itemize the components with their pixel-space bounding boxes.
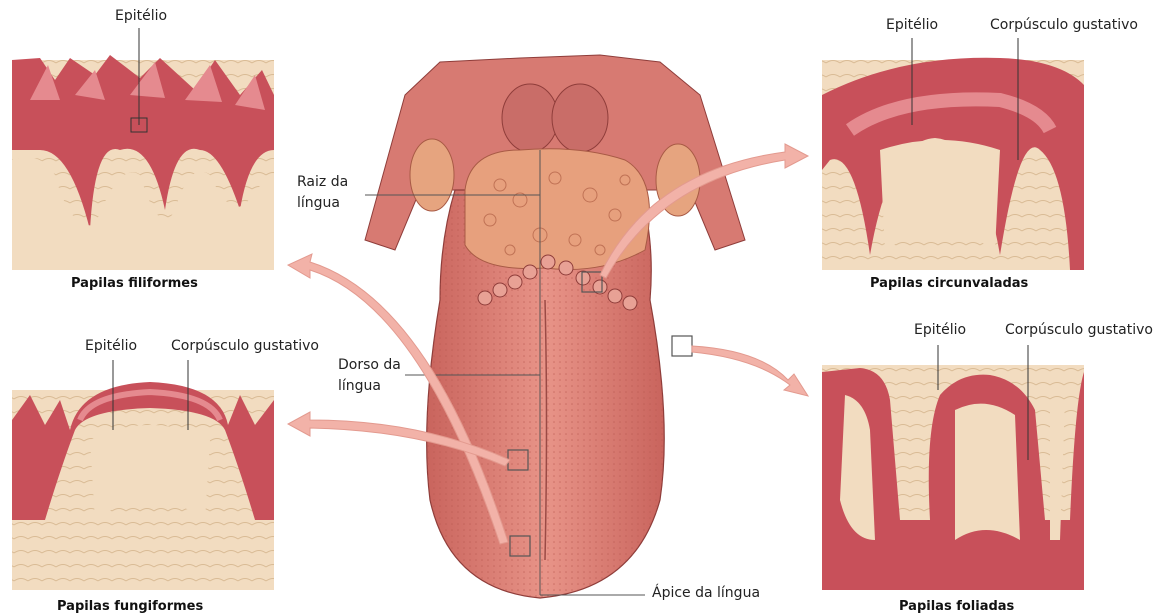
epiglottis bbox=[502, 84, 558, 152]
label-corpusculo-circunvaladas: Corpúsculo gustativo bbox=[990, 17, 1138, 34]
label-apice: Ápice da língua bbox=[652, 585, 760, 602]
caption-papilas-filiformes: Papilas filiformes bbox=[71, 276, 198, 291]
label-corpusculo-fungiformes: Corpúsculo gustativo bbox=[171, 338, 319, 355]
caption-papilas-foliadas: Papilas foliadas bbox=[899, 599, 1014, 614]
label-dorso-line2: língua bbox=[338, 378, 381, 395]
label-raiz-line1: Raiz da bbox=[297, 174, 348, 191]
panel-circunvaladas bbox=[822, 38, 1084, 270]
caption-papilas-fungiformes: Papilas fungiformes bbox=[57, 599, 203, 614]
label-corpusculo-foliadas: Corpúsculo gustativo bbox=[1005, 322, 1153, 339]
tongue-illustration bbox=[365, 55, 745, 598]
label-dorso-line1: Dorso da bbox=[338, 357, 401, 374]
palatine-tonsil-left bbox=[410, 139, 454, 211]
label-raiz-line2: língua bbox=[297, 195, 340, 212]
label-epitelio-fungiformes: Epitélio bbox=[85, 338, 137, 355]
panel-filiformes bbox=[12, 28, 274, 270]
label-epitelio-foliadas: Epitélio bbox=[914, 322, 966, 339]
panel-fungiformes bbox=[12, 360, 274, 590]
panel-foliadas bbox=[822, 345, 1084, 590]
arrow-foliadas bbox=[692, 346, 808, 396]
caption-papilas-circunvaladas: Papilas circunvaladas bbox=[870, 276, 1028, 291]
label-epitelio-filiformes: Epitélio bbox=[115, 8, 167, 25]
label-epitelio-circunvaladas: Epitélio bbox=[886, 17, 938, 34]
detail-box-foliadas bbox=[672, 336, 692, 356]
